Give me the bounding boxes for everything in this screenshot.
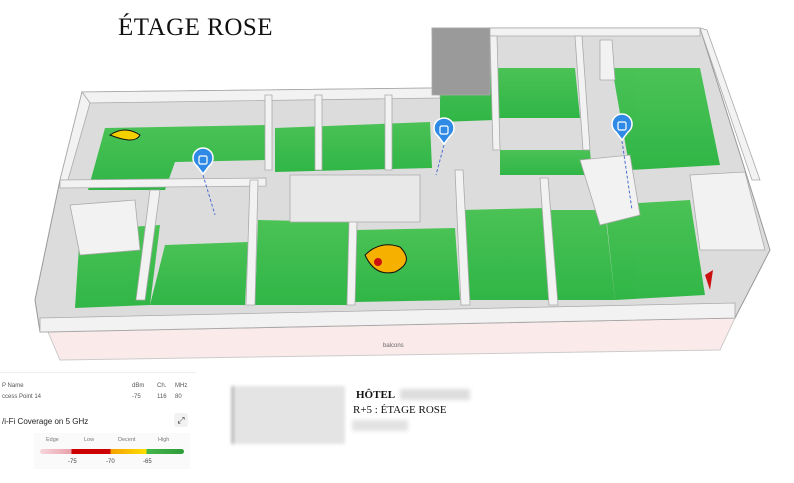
hotel-name: HÔTEL (356, 389, 396, 401)
tick: -65 (143, 459, 152, 465)
tick: -70 (106, 459, 115, 465)
blurred-card (232, 386, 345, 444)
signal-gradient-bar (40, 449, 184, 454)
weak-signal-spot (108, 129, 713, 290)
access-point-pin[interactable] (192, 147, 214, 176)
coverage-title: /i-Fi Coverage on 5 GHz (2, 417, 89, 426)
ap-name[interactable]: ccess Point 14 (2, 394, 42, 400)
tick: -75 (68, 459, 77, 465)
mhz-header: MHz (175, 383, 188, 389)
access-point-pin[interactable] (611, 113, 633, 142)
coverage-legend: Edge Low Decent High -75 -70 -65 (34, 433, 190, 469)
legend-high: High (158, 437, 170, 443)
expand-icon[interactable]: ⤢ (174, 413, 188, 427)
blurred-text (352, 420, 408, 431)
channel-header: Ch. (157, 383, 167, 389)
floor-title: ÉTAGE ROSE (118, 14, 274, 41)
ap-link (202, 140, 633, 216)
floor-name: R+5 : ÉTAGE ROSE (353, 404, 447, 416)
dbm-header: dBm (132, 383, 145, 389)
ap-channel: 116 (157, 394, 167, 400)
balcony-label: balcons (383, 343, 404, 349)
wifi-access-point-icon (439, 125, 449, 135)
ap-dbm: -75 (132, 394, 141, 400)
legend-decent: Decent (118, 437, 136, 443)
legend-edge: Edge (46, 437, 59, 443)
access-point-pin[interactable] (433, 117, 455, 146)
floor-plan-heatmap[interactable] (0, 0, 794, 372)
wifi-access-point-icon (617, 121, 627, 131)
blurred-text (400, 389, 470, 400)
ap-mhz: 80 (175, 394, 182, 400)
legend-low: Low (84, 437, 95, 443)
ap-name-header: P Name (2, 383, 24, 389)
coverage-panel: P Name dBm Ch. MHz ccess Point 14 -75 11… (0, 372, 196, 471)
walls (39, 27, 766, 333)
wifi-access-point-icon (198, 155, 208, 165)
